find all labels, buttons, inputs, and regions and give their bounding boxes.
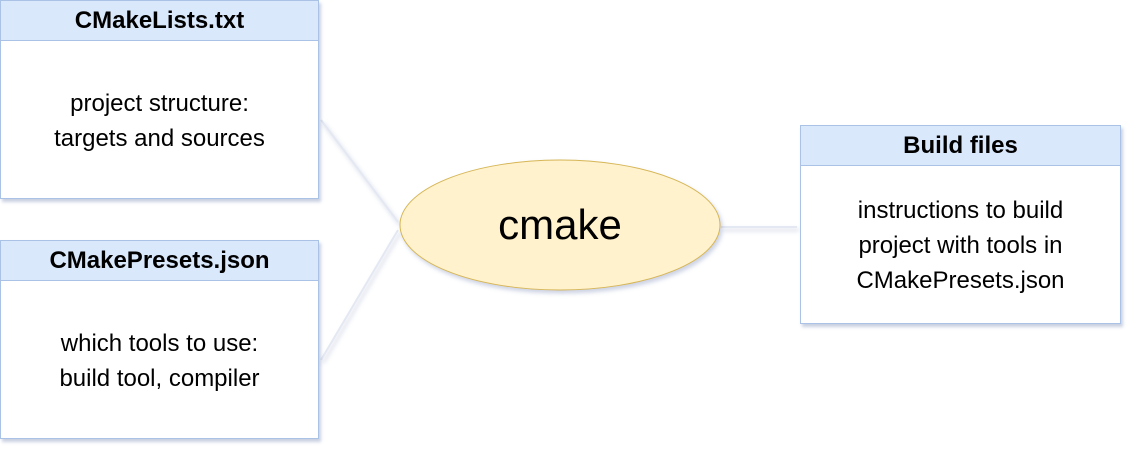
cmakelists-title: CMakeLists.txt (1, 1, 318, 41)
cmakepresets-body: which tools to use: build tool, compiler (59, 329, 260, 392)
cmakelists-body: project structure: targets and sources (54, 89, 265, 152)
buildfiles-node: Build files instructions to build projec… (800, 125, 1121, 324)
cmake-label: cmake (498, 201, 622, 248)
buildfiles-body: instructions to build project with tools… (856, 197, 1065, 294)
cmakepresets-title: CMakePresets.json (1, 241, 318, 281)
cmake-ellipse (399, 159, 721, 291)
cmakepresets-node: CMakePresets.json which tools to use: bu… (0, 240, 319, 439)
arrow-cmakelists-to-cmake (320, 119, 399, 223)
arrow-cmakepresets-to-cmake (320, 229, 399, 361)
buildfiles-title: Build files (801, 126, 1120, 166)
cmakelists-node: CMakeLists.txt project structure: target… (0, 0, 319, 199)
